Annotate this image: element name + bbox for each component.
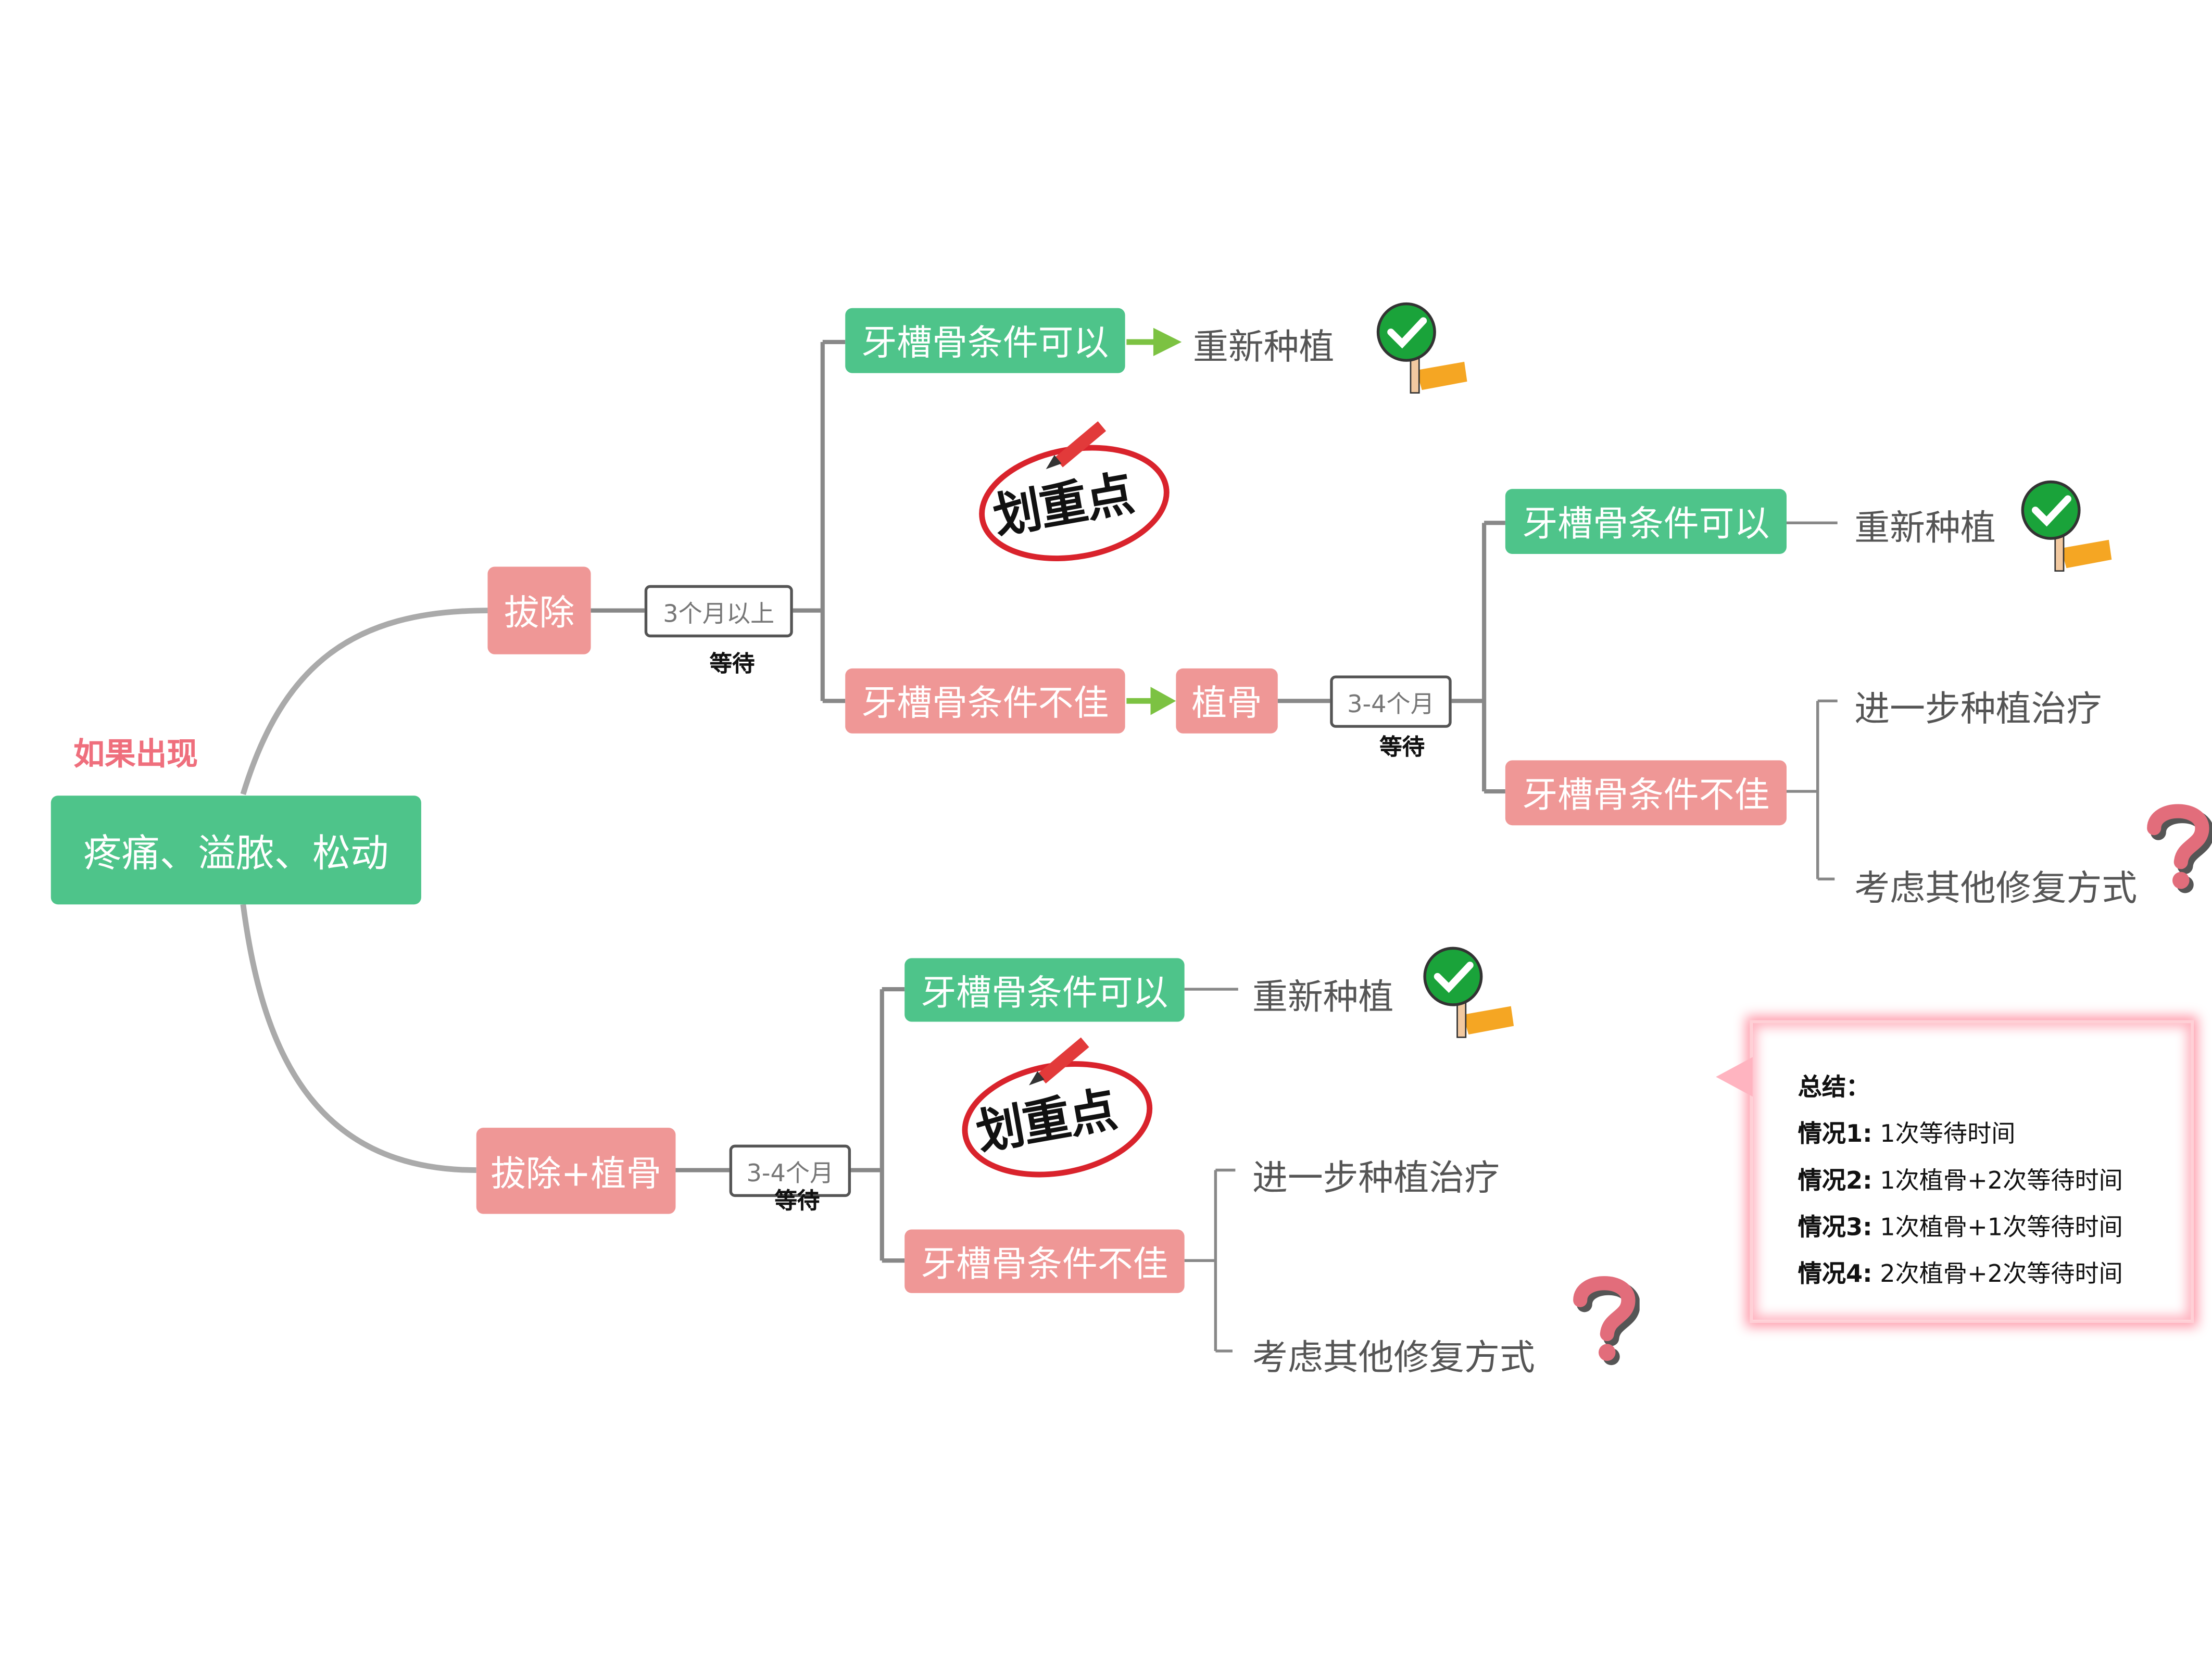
check-sign-icon bbox=[2021, 480, 2112, 572]
further-implant-label: 进一步种植治疗 bbox=[1252, 1157, 1500, 1198]
highlight-stamp: 划重点 bbox=[956, 1029, 1162, 1181]
bone-poor-node[interactable]: 牙槽骨条件不佳 bbox=[845, 668, 1125, 734]
summary-row-text: 2次植骨+2次等待时间 bbox=[1872, 1260, 2123, 1289]
summary-row-text: 1次等待时间 bbox=[1872, 1120, 2016, 1149]
summary-row: 情况1: 1次等待时间 bbox=[1798, 1112, 2123, 1159]
further-implant-label: 进一步种植治疗 bbox=[1854, 688, 2102, 729]
question-mark-icon bbox=[2147, 804, 2212, 893]
if-appears-label: 如果出现 bbox=[73, 737, 198, 773]
reimplant-label: 重新种植 bbox=[1192, 326, 1335, 368]
bone-poor-node-3[interactable]: 牙槽骨条件不佳 bbox=[904, 1229, 1185, 1293]
wait-3-months-box[interactable]: 3个月以上 bbox=[644, 585, 793, 638]
wait-3-4-months-box[interactable]: 3-4个月 bbox=[1330, 675, 1452, 728]
summary-row-label: 情况4: bbox=[1798, 1260, 1872, 1289]
summary-row-label: 情况2: bbox=[1798, 1167, 1872, 1196]
summary-row: 情况2: 1次植骨+2次等待时间 bbox=[1798, 1159, 2123, 1206]
wait-caption: 等待 bbox=[1379, 733, 1425, 761]
wait-caption: 等待 bbox=[774, 1187, 820, 1214]
wait-caption: 等待 bbox=[709, 650, 755, 677]
check-sign-icon bbox=[1423, 946, 1514, 1038]
summary-row-text: 1次植骨+1次等待时间 bbox=[1872, 1214, 2123, 1242]
summary-row-label: 情况1: bbox=[1798, 1120, 1872, 1149]
summary-row-label: 情况3: bbox=[1798, 1214, 1872, 1242]
root-node[interactable]: 疼痛、溢脓、松动 bbox=[51, 796, 421, 905]
pencil-icon bbox=[962, 1037, 1153, 1178]
summary-box: 总结： 情况1: 1次等待时间 情况2: 1次植骨+2次等待时间 情况3: 1次… bbox=[1716, 1020, 2194, 1323]
bone-good-node-2[interactable]: 牙槽骨条件可以 bbox=[1505, 489, 1787, 554]
other-restoration-label: 考虑其他修复方式 bbox=[1854, 867, 2138, 909]
question-mark-icon bbox=[1573, 1276, 1640, 1366]
bone-good-node[interactable]: 牙槽骨条件可以 bbox=[845, 308, 1125, 373]
other-restoration-label: 考虑其他修复方式 bbox=[1252, 1336, 1535, 1378]
pencil-icon bbox=[979, 421, 1170, 561]
extraction-node[interactable]: 拔除 bbox=[487, 566, 591, 654]
callout-tail bbox=[1716, 1057, 1753, 1097]
summary-row: 情况3: 1次植骨+1次等待时间 bbox=[1798, 1205, 2123, 1252]
summary-row: 情况4: 2次植骨+2次等待时间 bbox=[1798, 1252, 2123, 1299]
extraction-graft-node[interactable]: 拔除+植骨 bbox=[476, 1128, 676, 1214]
wait-3-4-months-box[interactable]: 3-4个月 bbox=[729, 1144, 851, 1197]
bone-graft-node[interactable]: 植骨 bbox=[1176, 668, 1278, 734]
bone-poor-node-2[interactable]: 牙槽骨条件不佳 bbox=[1505, 760, 1787, 826]
summary-row-text: 1次植骨+2次等待时间 bbox=[1872, 1167, 2123, 1196]
check-sign-icon bbox=[1376, 302, 1467, 394]
summary-title: 总结： bbox=[1798, 1074, 1870, 1103]
reimplant-label: 重新种植 bbox=[1252, 976, 1394, 1018]
highlight-stamp: 划重点 bbox=[973, 413, 1179, 565]
bone-good-node-3[interactable]: 牙槽骨条件可以 bbox=[904, 958, 1185, 1022]
reimplant-label: 重新种植 bbox=[1854, 507, 1996, 549]
